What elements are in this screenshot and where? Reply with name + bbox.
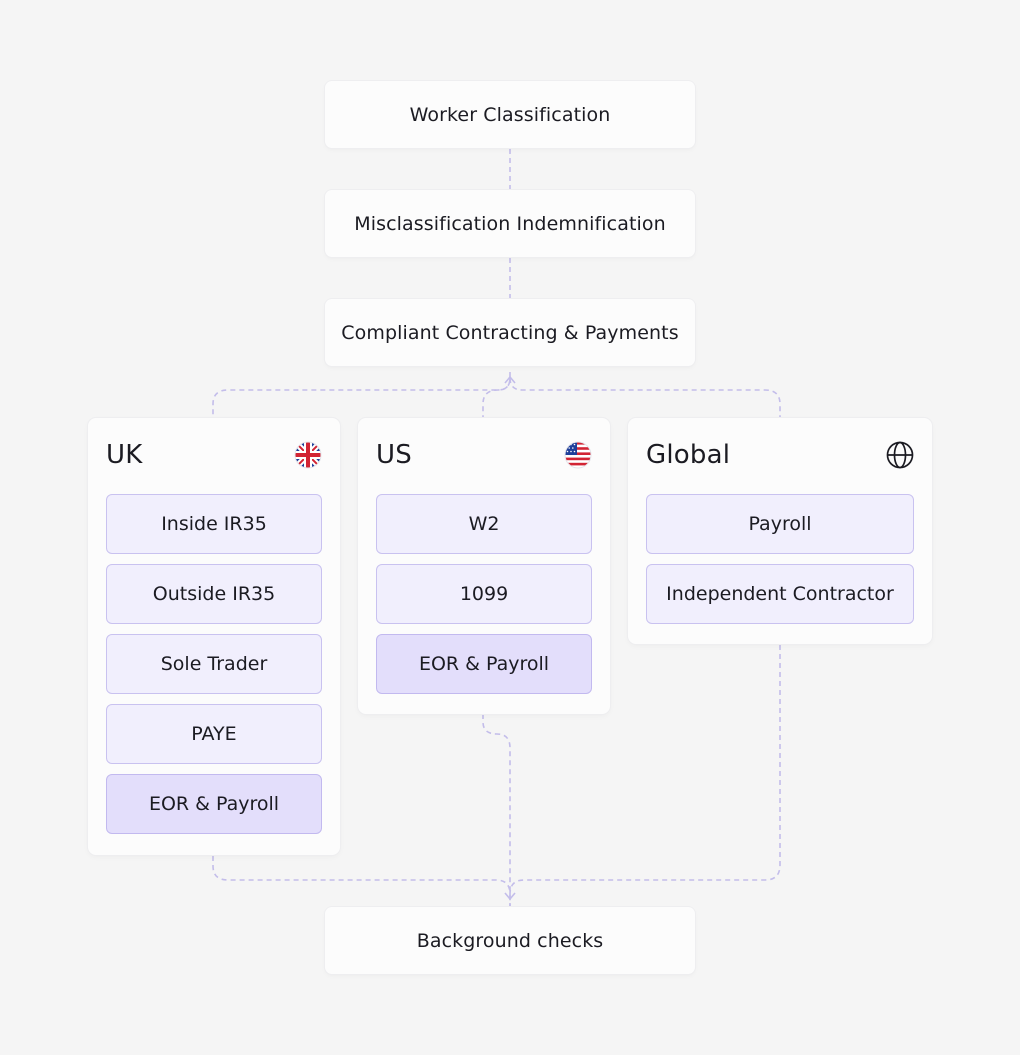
card-header: US — [376, 436, 592, 474]
arrow-up-head — [504, 375, 516, 384]
step-worker-classification: Worker Classification — [325, 81, 695, 148]
option-label: Independent Contractor — [666, 583, 894, 605]
card-title: US — [376, 440, 412, 470]
option-label: 1099 — [459, 583, 509, 605]
option-label: EOR & Payroll — [148, 793, 280, 815]
region-card-us: US — [358, 418, 610, 714]
card-title: UK — [106, 440, 143, 470]
connector-merge-uk — [212, 856, 511, 906]
connector-merge-us — [482, 714, 511, 906]
option-label: PAYE — [191, 723, 237, 745]
card-header: Global — [646, 436, 914, 474]
connector-branch-us — [482, 377, 511, 418]
option-label: W2 — [468, 513, 500, 535]
connector-branch-global — [509, 377, 781, 418]
option-label: Payroll — [748, 513, 812, 535]
option-label: EOR & Payroll — [418, 653, 550, 675]
connector-branch-uk — [212, 372, 511, 418]
option-label: Sole Trader — [160, 653, 268, 675]
option-independent-contractor[interactable]: Independent Contractor — [646, 564, 914, 624]
step-label: Background checks — [416, 929, 604, 952]
option-w2[interactable]: W2 — [376, 494, 592, 554]
option-label: Outside IR35 — [152, 583, 276, 605]
region-card-global: Global Payroll Independent Contractor — [628, 418, 932, 644]
card-title: Global — [646, 440, 731, 470]
step-label: Worker Classification — [409, 103, 611, 126]
option-sole-trader[interactable]: Sole Trader — [106, 634, 322, 694]
step-background-checks: Background checks — [325, 907, 695, 974]
option-1099[interactable]: 1099 — [376, 564, 592, 624]
step-compliant-contracting: Compliant Contracting & Payments — [325, 299, 695, 366]
option-inside-ir35[interactable]: Inside IR35 — [106, 494, 322, 554]
uk-flag-icon — [294, 441, 322, 469]
globe-icon — [886, 441, 914, 469]
us-flag-icon — [564, 441, 592, 469]
option-payroll[interactable]: Payroll — [646, 494, 914, 554]
step-label: Misclassification Indemnification — [354, 212, 666, 235]
step-misclassification-indemnification: Misclassification Indemnification — [325, 190, 695, 257]
option-label: Inside IR35 — [161, 513, 267, 535]
card-header: UK — [106, 436, 322, 474]
option-us-eor-payroll[interactable]: EOR & Payroll — [376, 634, 592, 694]
region-card-uk: UK Inside IR35 Outside IR35 Sole Trader … — [88, 418, 340, 855]
arrow-down-head — [504, 892, 516, 901]
step-label: Compliant Contracting & Payments — [341, 321, 679, 344]
option-outside-ir35[interactable]: Outside IR35 — [106, 564, 322, 624]
option-paye[interactable]: PAYE — [106, 704, 322, 764]
option-uk-eor-payroll[interactable]: EOR & Payroll — [106, 774, 322, 834]
